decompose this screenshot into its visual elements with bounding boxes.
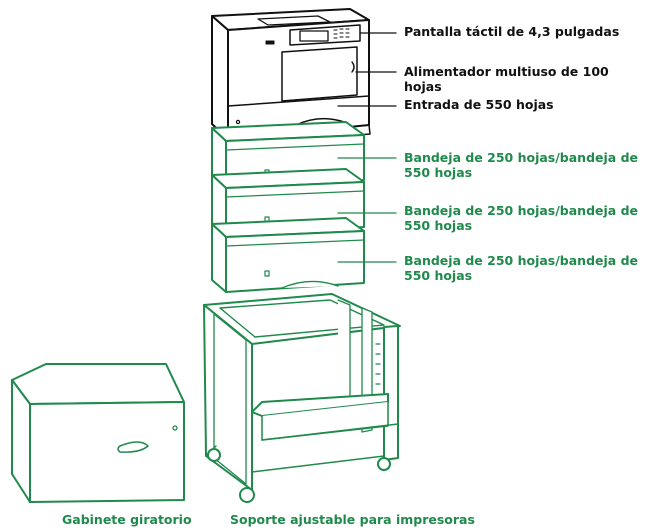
printer-illustration [211, 8, 371, 147]
label-multipurpose-feeder: Alimentador multiuso de 100 hojas [404, 64, 609, 94]
label-touch-screen: Pantalla táctil de 4,3 pulgadas [404, 24, 620, 39]
swivel-cabinet-illustration [11, 363, 185, 503]
multipurpose-feeder-door [281, 46, 358, 102]
label-tray-1: Bandeja de 250 hojas/bandeja de 550 hoja… [404, 150, 638, 180]
touch-screen-panel [289, 24, 361, 46]
caption-swivel-cabinet: Gabinete giratorio [62, 512, 192, 527]
leader-lines [337, 32, 397, 263]
printer-stand-illustration [203, 293, 401, 503]
label-tray-2: Bandeja de 250 hojas/bandeja de 550 hoja… [404, 203, 638, 233]
label-input-tray: Entrada de 550 hojas [404, 97, 554, 112]
label-tray-3: Bandeja de 250 hojas/bandeja de 550 hoja… [404, 253, 638, 283]
optional-tray-3 [211, 217, 365, 293]
caption-printer-stand: Soporte ajustable para impresoras [230, 512, 475, 527]
